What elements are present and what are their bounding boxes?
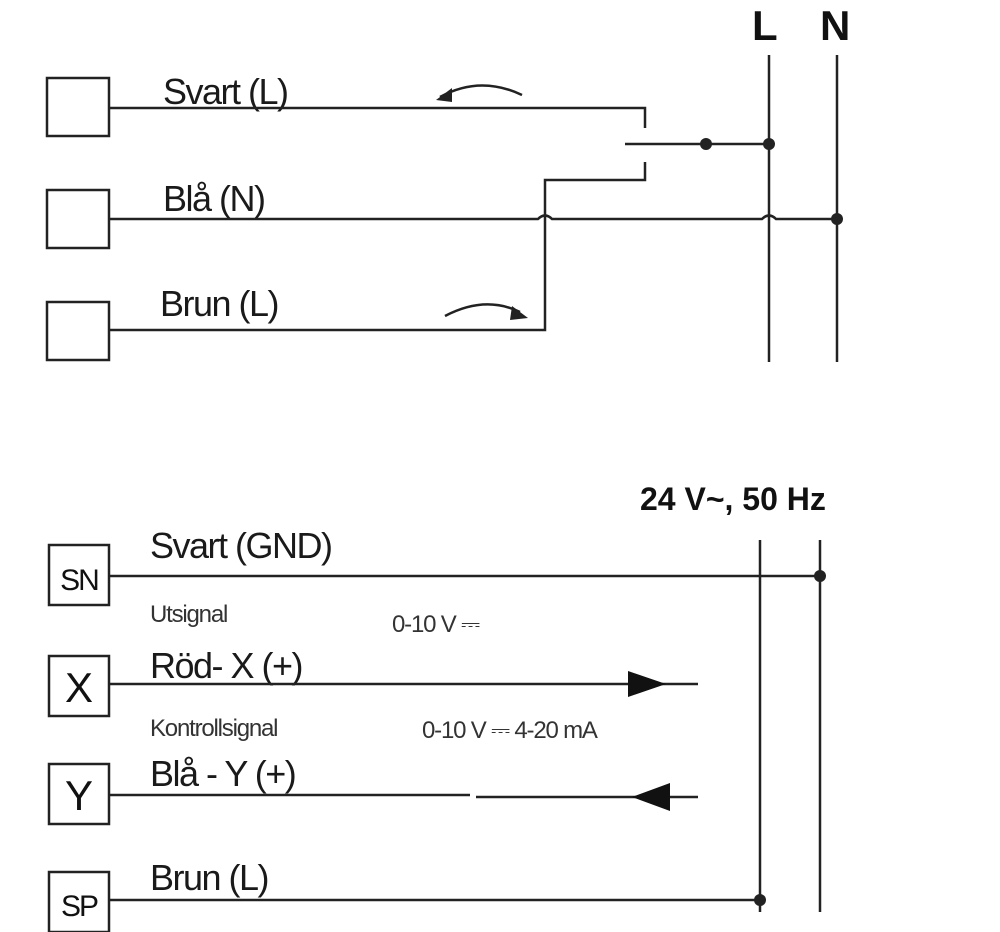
wire-black [109,106,647,128]
junction-dot-sn [814,570,826,582]
wire-label-sn: Svart (GND) [150,525,332,566]
terminal-box-sn [47,543,111,607]
terminal-name-y: Y [65,772,93,819]
junction-dot-sp [754,894,766,906]
rotation-arrow-top [439,84,523,99]
sub-label-x: Utsignal [150,601,227,628]
supply-label: 24 V~, 50 Hz [640,481,826,517]
signal-label-x: 0-10 V ⎓ [392,611,480,638]
rotation-arrow-bottom [444,303,521,318]
terminal-box-black [45,76,111,138]
wire-label-x: Röd- X (+) [150,645,302,686]
wire-label-sp: Brun (L) [150,857,268,898]
arrow-head-bottom [510,306,528,320]
terminal-name-sp: SP [61,890,98,923]
wire-label-brown: Brun (L) [160,283,278,324]
rail-label-l: L [752,2,778,49]
bottom-diagram: 24 V~, 50 Hz SN X Y SP Svart (GND) Utsig… [47,481,826,932]
arrow-in-y [632,783,670,811]
terminal-box-brown [45,300,111,362]
terminal-box-blue [45,188,111,250]
rail-label-n: N [820,2,850,49]
terminal-box-x [47,654,111,718]
arrow-head-top [436,88,452,102]
terminal-name-x: X [65,664,93,711]
signal-label-y: 0-10 V ⎓ 4-20 mA [422,717,598,744]
wire-label-black: Svart (L) [163,71,288,112]
wire-blue [109,214,837,221]
junction-dot-l-rail [763,138,775,150]
arrow-out-x [628,671,666,697]
junction-dot-n-rail [831,213,843,225]
terminal-box-sp [47,870,111,932]
junction-dot-switch [700,138,712,150]
sub-label-y: Kontrollsignal [150,715,277,742]
terminal-name-sn: SN [60,564,98,597]
wire-brown [109,162,647,332]
wire-label-blue: Blå (N) [163,178,265,219]
wire-label-y: Blå - Y (+) [150,753,295,794]
top-diagram: L N Svart (L) Blå (N) Brun (L) [45,2,850,362]
